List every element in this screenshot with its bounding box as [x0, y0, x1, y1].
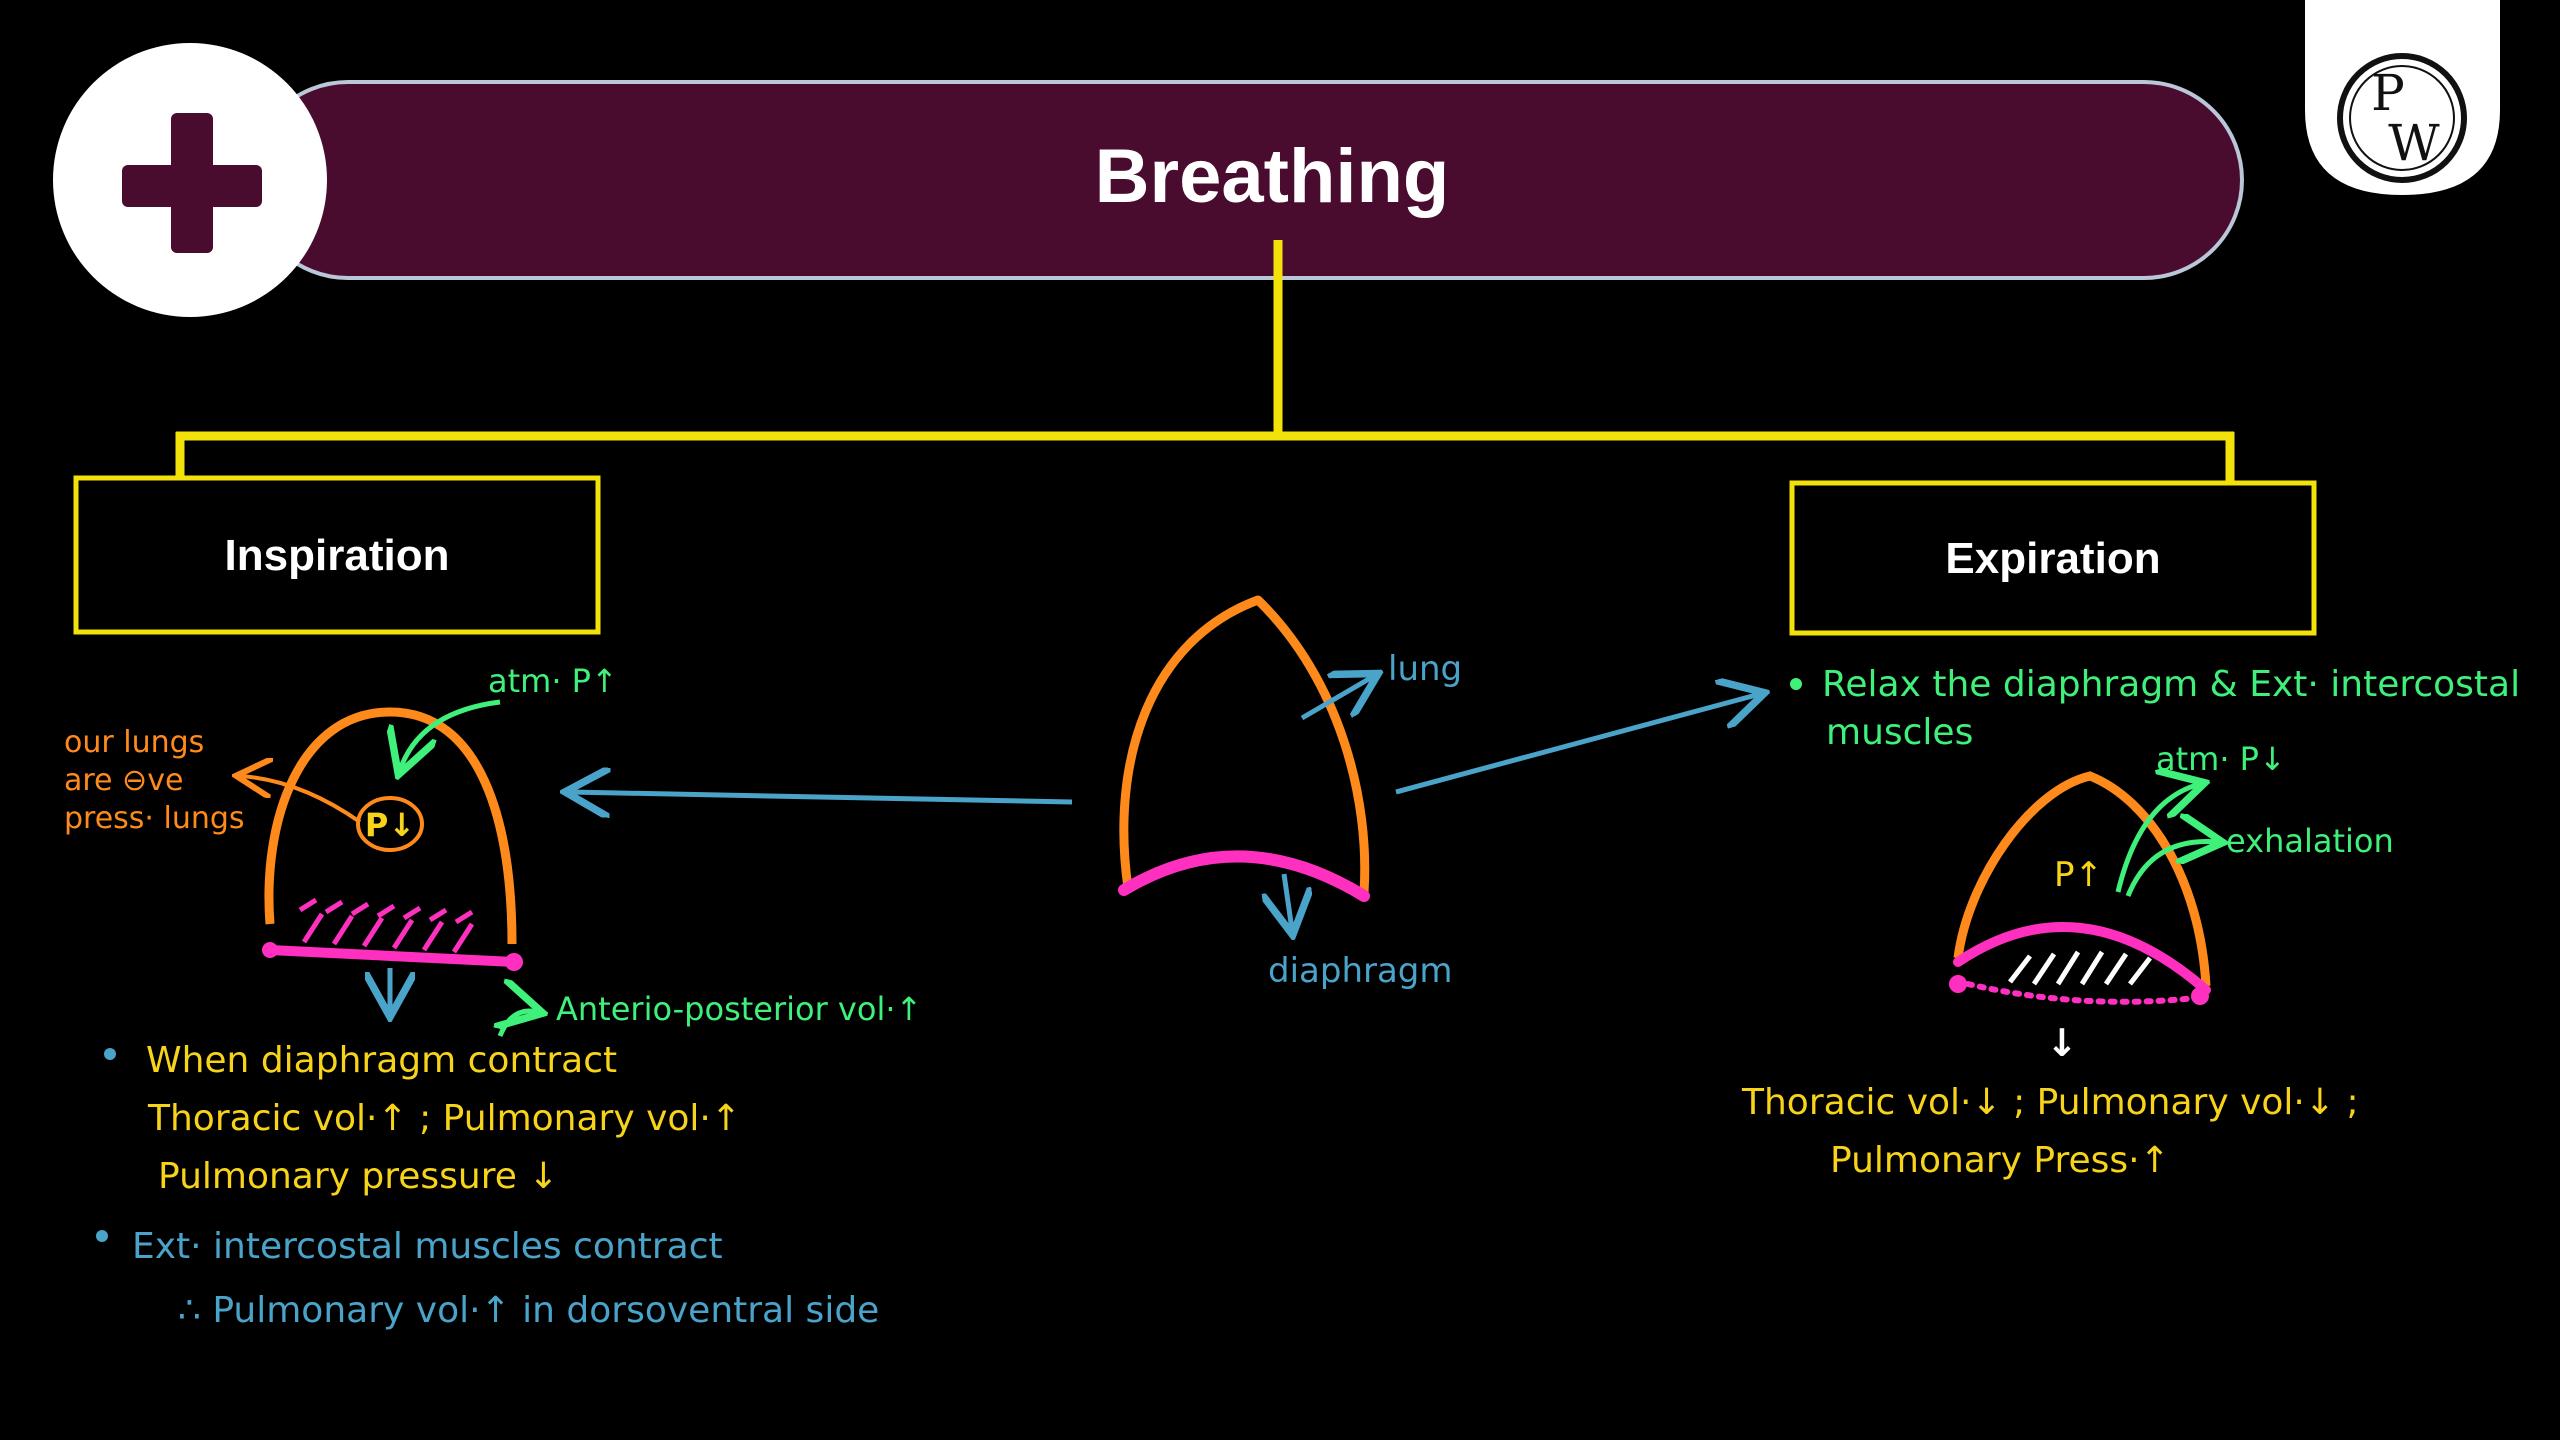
insp-note-5: ∴ Pulmonary vol·↑ in dorsoventral side [178, 1290, 879, 1331]
insp-side-note-2: are ⊖ve [64, 763, 183, 798]
exp-atm-pressure: atm· P↓ [2156, 740, 2286, 778]
tree-connector [175, 240, 2235, 484]
insp-note-4: Ext· intercostal muscles contract [132, 1226, 723, 1267]
arrow-to-inspiration [570, 792, 1073, 802]
insp-side-note-1: our lungs [64, 725, 204, 760]
inspiration-lung: P↓ atm· P↑ our lungs are ⊖ve press· lung… [64, 662, 922, 1037]
insp-diaphragm-flat [265, 945, 519, 967]
inspiration-notes: When diaphragm contract Thoracic vol·↑ ;… [96, 1040, 879, 1331]
arrow-to-expiration [1395, 694, 1760, 795]
lung-label: lung [1388, 649, 1462, 689]
insp-side-note-3: press· lungs [64, 801, 245, 836]
exp-down-arrow: ↓ [2046, 1021, 2078, 1065]
header-banner: Breathing [53, 43, 2244, 317]
exp-result-line-1: Thoracic vol·↓ ; Pulmonary vol·↓ ; [1741, 1082, 2359, 1123]
expiration-lung: P↑ atm· P↓ exhalation ↓ Thoracic vol·↓ ;… [1741, 740, 2394, 1181]
expiration-label: Expiration [1945, 534, 2160, 583]
expiration-notes: Relax the diaphragm & Ext· intercostal m… [1790, 664, 2520, 753]
expiration-box: Expiration [1789, 480, 2317, 636]
exp-result-line-2: Pulmonary Press·↑ [1830, 1140, 2170, 1181]
inspiration-label: Inspiration [225, 531, 450, 580]
insp-ap-volume: Anterio-posterior vol·↑ [556, 990, 922, 1028]
exp-lung-outline [1953, 771, 2211, 987]
inspiration-box: Inspiration [73, 475, 601, 635]
center-lung-diagram: lung diaphragm [570, 595, 1760, 991]
page-title: Breathing [1095, 134, 1450, 219]
insp-note-3: Pulmonary pressure ↓ [158, 1156, 559, 1197]
insp-note-2: Thoracic vol·↑ ; Pulmonary vol·↑ [147, 1098, 741, 1139]
exp-exhalation: exhalation [2226, 822, 2394, 860]
lung-outline [1119, 595, 1370, 893]
logo-letter-w: W [2388, 114, 2440, 172]
exp-relax-line-1: Relax the diaphragm & Ext· intercostal [1822, 664, 2520, 705]
insp-atm-pressure: atm· P↑ [488, 662, 618, 700]
medical-cross-icon [122, 113, 262, 253]
diaphragm-label: diaphragm [1268, 951, 1453, 991]
exp-relax-line-2: muscles [1826, 712, 1973, 753]
logo-letter-p: P [2371, 64, 2405, 122]
insp-pressure-inside: P↓ [365, 806, 415, 844]
insp-lung-outline [264, 707, 517, 945]
exp-diaphragm-dome [1953, 922, 2211, 995]
exp-pressure-inside: P↑ [2054, 855, 2103, 895]
diaphragm-line [1118, 850, 1370, 902]
pw-logo: P W [2305, 0, 2500, 195]
insp-note-1: When diaphragm contract [146, 1040, 617, 1081]
